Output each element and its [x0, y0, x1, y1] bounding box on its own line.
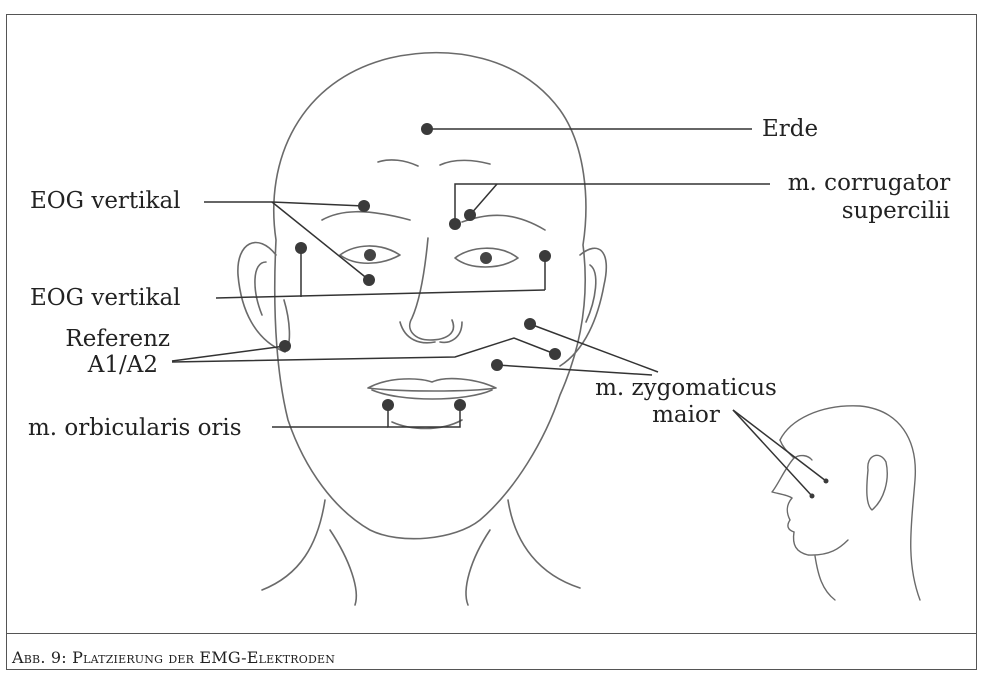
electrode-orbicularis-2 [454, 399, 466, 411]
nose [410, 238, 454, 340]
collarbone-right [466, 530, 490, 605]
electrode-profile-2 [810, 494, 815, 499]
electrode-ref-left-ear [279, 340, 291, 352]
referenz-to-left-ear [172, 346, 285, 361]
label-eog-upper: EOG vertikal [30, 188, 181, 214]
referenz-to-right-ear [172, 338, 555, 362]
right-pupil [480, 252, 492, 264]
label-referenz-line1: Referenz [30, 326, 170, 352]
caption-divider [6, 633, 977, 634]
label-eog-lower: EOG vertikal [30, 285, 181, 311]
electrode-corrugator-1 [449, 218, 461, 230]
collarbone-left [330, 530, 356, 605]
electrode-eog-right-eye [539, 250, 551, 262]
label-orbicularis: m. orbicularis oris [28, 415, 242, 441]
eog-upper-to-brow [272, 202, 364, 206]
electrode-zygomaticus-2 [491, 359, 503, 371]
left-ear-inner [255, 262, 266, 315]
corrugator-leader-1 [455, 184, 770, 224]
label-corrugator-line1: m. corrugator [776, 170, 962, 196]
electrode-eog-under-eye [363, 274, 375, 286]
neck-left [262, 500, 325, 590]
electrode-eog-brow [358, 200, 370, 212]
forehead-line-2 [440, 160, 490, 165]
label-erde: Erde [762, 116, 818, 142]
left-pupil [364, 249, 376, 261]
profile-head-outline [780, 406, 920, 600]
electrode-ref-right-ear [549, 348, 561, 360]
label-referenz-line2: A1/A2 [30, 352, 158, 378]
profile-ear [867, 455, 887, 510]
upper-lip [368, 379, 496, 391]
electrode-eog-left-ear [295, 242, 307, 254]
leader-lines [172, 129, 826, 496]
electrode-zygomaticus-1 [524, 318, 536, 330]
figure-caption: Abb. 9: Platzierung der EMG-Elektroden [12, 648, 335, 667]
left-eyebrow [322, 212, 410, 220]
electrode-corrugator-2 [464, 209, 476, 221]
profile-head-sketch [772, 406, 920, 600]
eog-upper-to-eye [272, 202, 369, 280]
label-zygomaticus-line1: m. zygomaticus [586, 375, 786, 401]
electrode-profile-1 [824, 479, 829, 484]
corrugator-leader-2 [470, 184, 497, 215]
label-corrugator-line2: supercilii [776, 198, 950, 224]
label-zygomaticus-line2: maior [586, 402, 786, 428]
orbicularis-bracket [388, 405, 460, 427]
forehead-line-1 [378, 160, 418, 166]
front-face-sketch [238, 53, 606, 605]
profile-mouth [787, 498, 794, 532]
right-ear-inner [586, 265, 596, 322]
profile-chin [794, 532, 848, 555]
electrode-erde [421, 123, 433, 135]
electrodes [279, 123, 829, 499]
neck-right [508, 500, 580, 588]
electrode-orbicularis-1 [382, 399, 394, 411]
eog-lower-leader [216, 290, 545, 298]
zygo-leader-1 [530, 324, 658, 372]
zygo-leader-2 [497, 365, 652, 375]
profile-neck [815, 556, 835, 600]
